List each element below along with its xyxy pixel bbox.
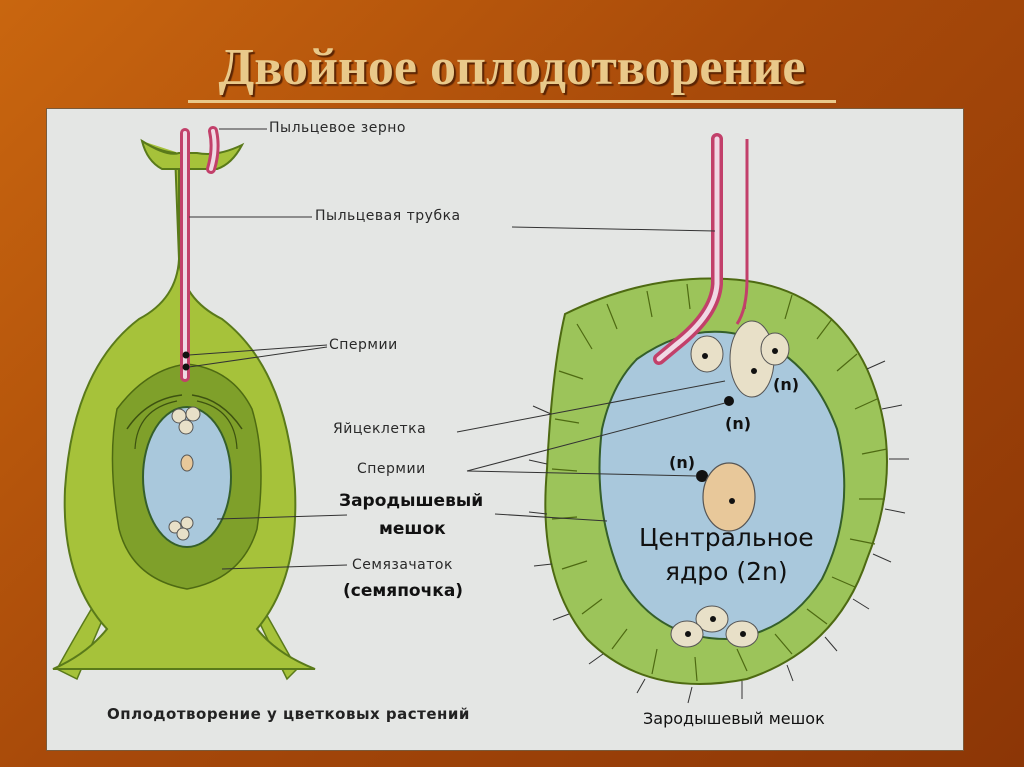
right-leader-lines <box>456 226 726 522</box>
label-embryo-sac: Зародышевый <box>339 491 484 511</box>
ploidy-label-1: (n) <box>773 375 800 394</box>
label-pollen-tube: Пыльцевая трубка <box>315 208 461 224</box>
right-caption: Зародышевый мешок <box>643 709 825 728</box>
diagram-panel: Пыльцевое зерно Пыльцевая трубка Спермии… <box>46 108 964 751</box>
embryo-sac-drawing <box>528 133 909 704</box>
slide-title: Двойное оплодотворение <box>218 39 806 96</box>
diagram-illustration <box>52 126 909 704</box>
pistil-drawing <box>52 126 316 681</box>
label-embryo-sac-2: мешок <box>379 519 446 539</box>
label-ovule: Семязачаток <box>352 557 453 573</box>
label-pollen-grain: Пыльцевое зерно <box>269 120 406 136</box>
title-underline <box>188 100 836 103</box>
left-caption: Оплодотворение у цветковых растений <box>107 705 470 723</box>
central-nucleus-line-2: ядро (2n) <box>664 557 788 586</box>
central-nucleus-line-1: Центральное <box>639 523 814 552</box>
label-sperm-top: Спермии <box>329 337 398 353</box>
label-ovule-alt: (семяпочка) <box>343 581 464 601</box>
label-egg-cell: Яйцеклетка <box>333 421 427 437</box>
central-nucleus-label: Центральное ядро (2n) <box>639 521 814 589</box>
ploidy-label-2: (n) <box>725 414 752 433</box>
ploidy-label-3: (n) <box>669 453 696 472</box>
left-leader-lines <box>188 128 348 570</box>
label-sperm-bottom: Спермии <box>357 461 426 477</box>
